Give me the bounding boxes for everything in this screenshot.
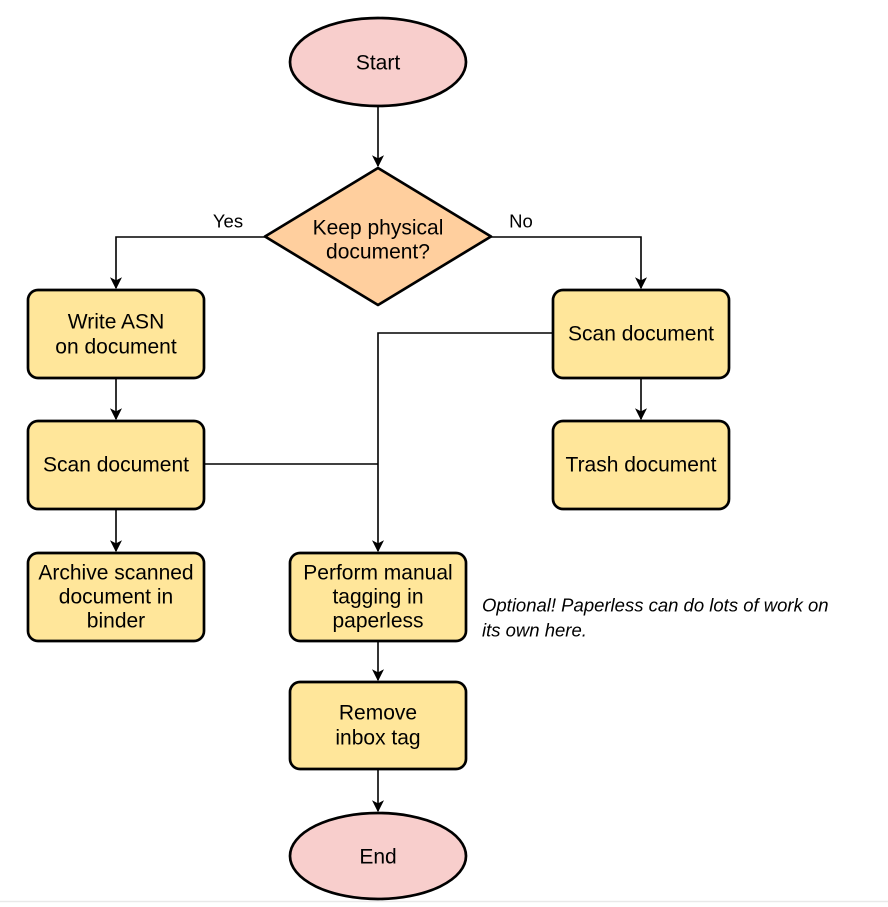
trash-label: Trash document [566,454,717,477]
archive-label-line3: binder [87,610,145,633]
write-asn-node: Write ASN on document [26,288,206,380]
remove-inbox-label-line2: inbox tag [335,727,420,750]
edge-label-yes: Yes [213,211,243,232]
tagging-node: Perform manual tagging in paperless [288,551,468,643]
write-asn-label-line1: Write ASN [68,311,164,334]
decision-label-line2: document? [326,241,430,264]
decision-label-line1: Keep physical [313,217,444,240]
tagging-label-line3: paperless [332,610,423,633]
scan-right-label: Scan document [568,323,714,346]
tagging-box [288,551,468,643]
archive-label-line1: Archive scanned [38,562,193,585]
annotation-line1: Optional! Paperless can do lots of work … [482,595,829,616]
edge-label-no: No [509,211,533,232]
decision-node: Keep physical document? [263,166,493,307]
edge-scan-right-to-tagging [372,332,553,553]
start-node: Start [288,16,468,108]
edge-decision-yes-to-write-asn [110,236,265,290]
scan-left-node: Scan document [26,419,206,511]
scan-left-box [26,419,206,511]
archive-box [26,551,206,643]
trash-box [551,419,731,511]
remove-inbox-box [288,680,468,771]
annotation-line2: its own here. [482,620,587,641]
end-label: End [359,846,396,869]
remove-inbox-node: Remove inbox tag [288,680,468,771]
scan-left-label: Scan document [43,454,189,477]
end-node: End [288,811,468,901]
decision-diamond [263,166,493,307]
scan-right-node: Scan document [551,288,731,380]
tagging-label-line2: tagging in [332,586,423,609]
remove-inbox-label-line1: Remove [339,702,417,725]
archive-label-line2: document in [59,586,173,609]
write-asn-label-line2: on document [55,336,177,359]
tagging-label-line1: Perform manual [303,562,452,585]
edges [110,106,647,813]
edge-decision-no-to-scan-right [491,236,647,290]
end-ellipse [288,811,468,901]
annotation: Optional! Paperless can do lots of work … [482,595,829,641]
write-asn-box [26,288,206,380]
archive-node: Archive scanned document in binder [26,551,206,643]
start-label: Start [356,52,401,75]
scan-right-box [551,288,731,380]
start-ellipse [288,16,468,108]
trash-node: Trash document [551,419,731,511]
